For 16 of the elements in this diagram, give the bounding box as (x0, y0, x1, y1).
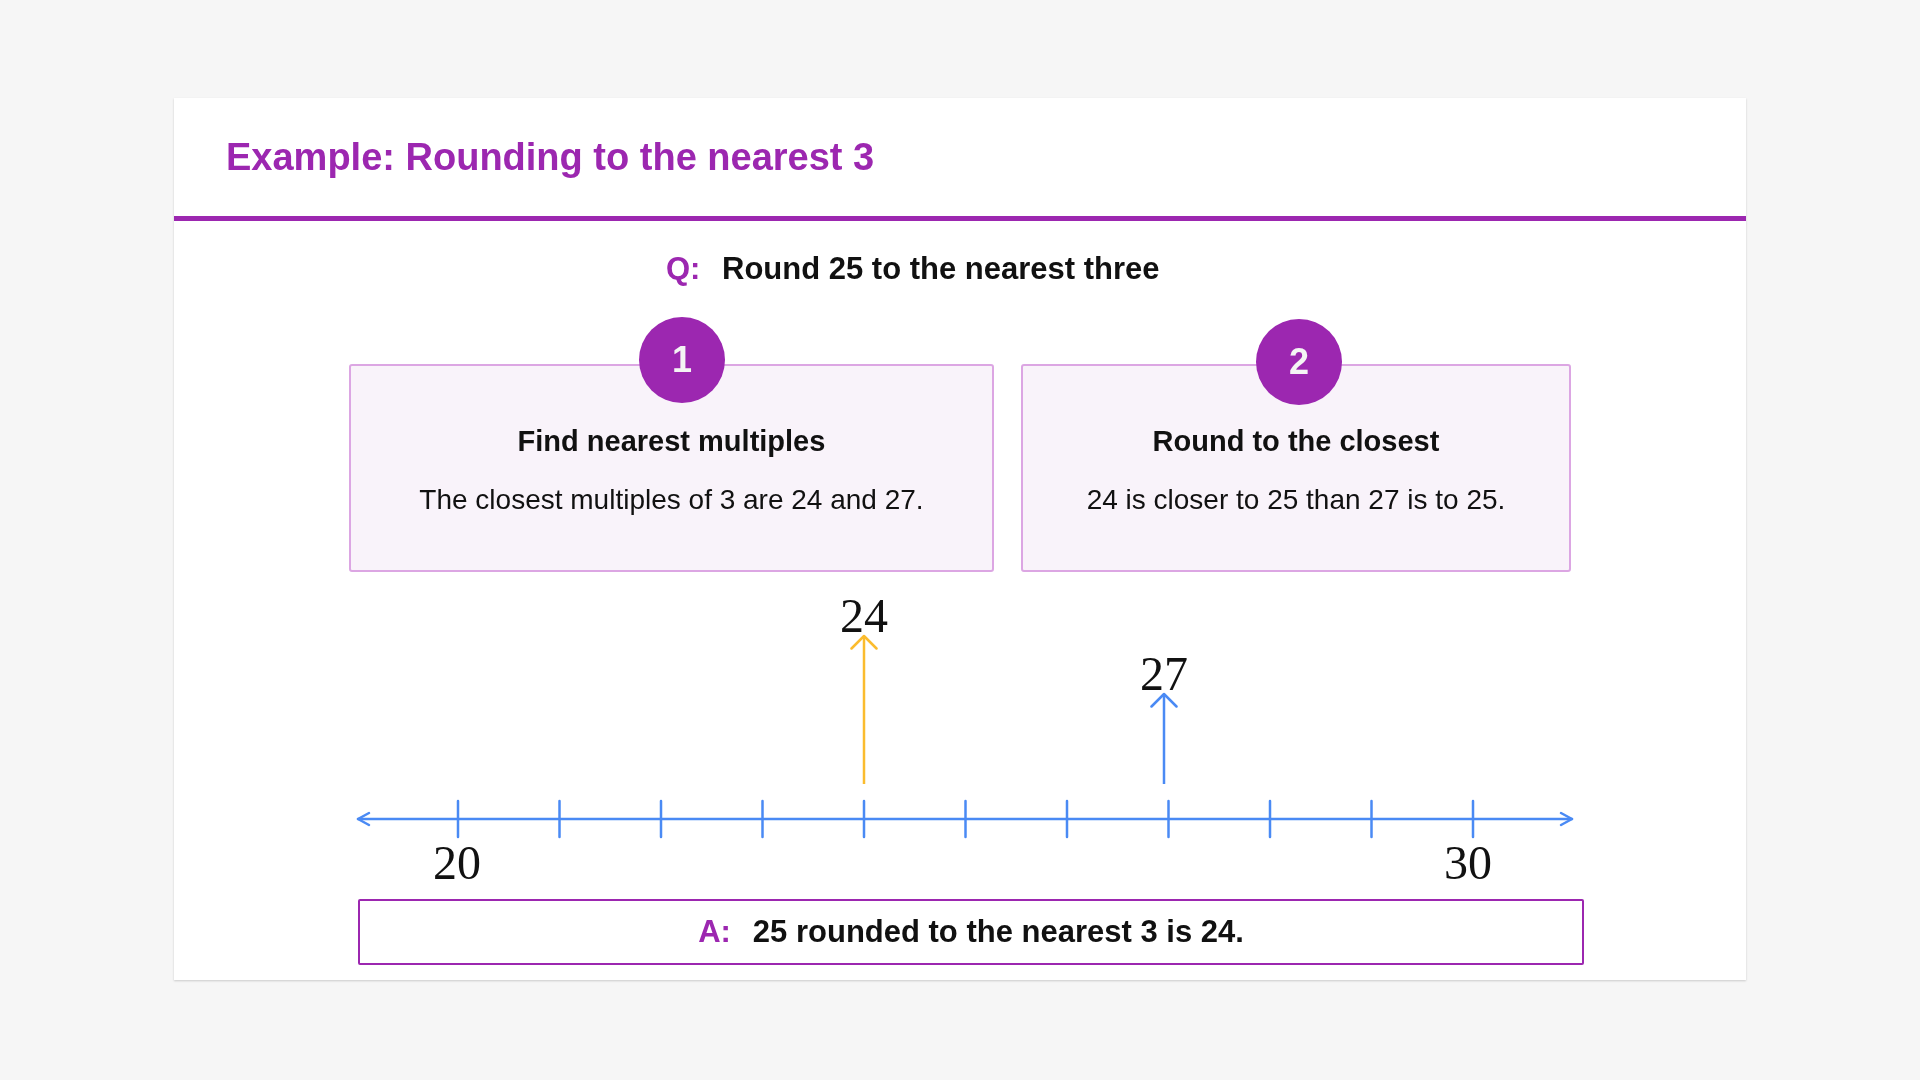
answer-text: 25 rounded to the nearest 3 is 24. (752, 913, 1244, 951)
answer-box (358, 899, 1584, 965)
slide-title: Example: Rounding to the nearest 3 (226, 135, 875, 179)
question-prefix: Q: (666, 250, 701, 288)
tick-label: 30 (1444, 843, 1492, 883)
question-text: Round 25 to the nearest three (722, 250, 1160, 288)
number-label: 24 (840, 596, 888, 636)
arrow (850, 634, 878, 784)
step-text: The closest multiples of 3 are 24 and 27. (419, 483, 924, 517)
answer-prefix: A: (698, 913, 731, 951)
tick-label: 20 (433, 843, 481, 883)
step-heading: Round to the closest (1152, 424, 1440, 459)
number-label: 27 (1140, 654, 1188, 694)
step-text: 24 is closer to 25 than 27 is to 25. (1086, 483, 1506, 517)
step-heading: Find nearest multiples (517, 424, 826, 459)
arrow (1150, 692, 1178, 784)
